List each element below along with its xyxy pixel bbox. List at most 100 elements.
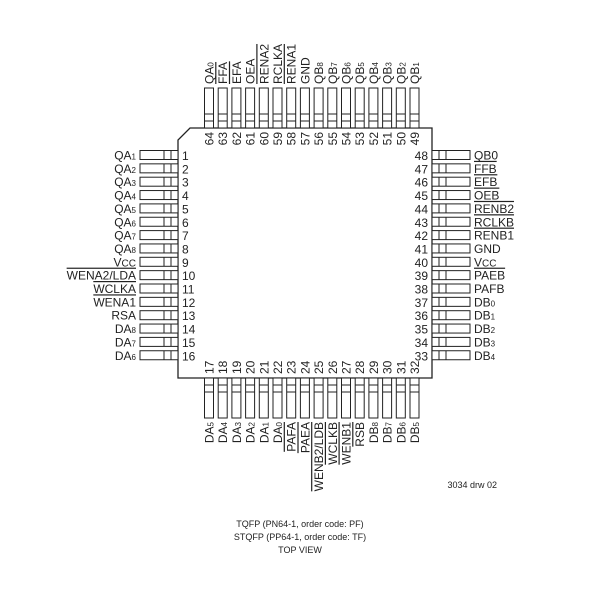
pin-48 xyxy=(431,150,471,160)
pin-19 xyxy=(231,377,242,419)
pin-number-57: 57 xyxy=(298,132,312,146)
pin-label-2: QA2 xyxy=(114,162,136,176)
pin-number-5: 5 xyxy=(182,202,189,216)
pin-label-48: QB0 xyxy=(474,149,498,163)
pin-label-4: QA4 xyxy=(114,189,136,203)
pin-label-18: DA4 xyxy=(216,421,230,443)
pin-number-6: 6 xyxy=(182,216,189,230)
pin-57 xyxy=(299,87,310,129)
pin-label-32: DB5 xyxy=(408,421,422,443)
pin-24 xyxy=(299,377,310,419)
pin-4 xyxy=(139,190,179,201)
pin-number-20: 20 xyxy=(244,360,258,374)
pin-label-38: PAFB xyxy=(474,282,504,296)
pin-44 xyxy=(431,203,471,214)
pin-8 xyxy=(139,243,179,254)
pin-15 xyxy=(139,336,179,347)
pin-label-7: QA7 xyxy=(114,229,136,243)
pin-number-49: 49 xyxy=(408,132,422,146)
pin-number-62: 62 xyxy=(230,132,244,146)
pin-label-64: QA0 xyxy=(203,62,217,84)
pin-label-51: QB3 xyxy=(381,62,395,84)
pin-55 xyxy=(327,87,338,129)
pin-number-47: 47 xyxy=(415,162,429,176)
pin-label-16: DA6 xyxy=(115,349,137,363)
pin-46 xyxy=(431,176,471,187)
pin-label-3: QA3 xyxy=(114,175,136,189)
pin-label-22: DA0 xyxy=(271,421,285,443)
pin-label-30: DB7 xyxy=(381,421,395,443)
pin-label-44: RENB2 xyxy=(474,202,514,216)
pin-number-38: 38 xyxy=(415,283,429,297)
pin-label-52: QB4 xyxy=(367,62,381,84)
pin-43 xyxy=(431,216,471,227)
pin-number-37: 37 xyxy=(415,296,429,310)
pin-17 xyxy=(204,377,214,419)
pin-number-4: 4 xyxy=(182,189,189,203)
pin-label-39: PAEB xyxy=(474,269,505,283)
pin-number-42: 42 xyxy=(415,229,429,243)
pin-28 xyxy=(354,377,365,419)
pin-label-5: QA5 xyxy=(114,202,136,216)
pin-label-60: RENA2 xyxy=(257,44,271,84)
pin-label-29: DB8 xyxy=(367,421,381,443)
pin-number-25: 25 xyxy=(312,360,326,374)
pin-47 xyxy=(431,163,471,174)
pin-label-54: QB6 xyxy=(340,62,354,84)
caption-tqfp: TQFP (PN64-1, order code: PF) xyxy=(236,519,363,529)
pin-number-9: 9 xyxy=(182,256,189,270)
pin-16 xyxy=(139,350,179,361)
pin-number-55: 55 xyxy=(326,132,340,146)
pin-number-24: 24 xyxy=(298,360,312,374)
pin-21 xyxy=(258,377,269,419)
pin-label-24: PAEA xyxy=(298,422,312,453)
pin-label-15: DA7 xyxy=(115,335,137,349)
pin-33 xyxy=(431,350,471,361)
pin-1 xyxy=(139,150,179,160)
pin-label-35: DB2 xyxy=(474,322,496,336)
pin-34 xyxy=(431,336,471,347)
pin-number-26: 26 xyxy=(326,360,340,374)
pin-60 xyxy=(258,87,269,129)
pin-label-58: RENA1 xyxy=(285,44,299,84)
pin-label-59: RCLKA xyxy=(271,44,285,84)
pin-label-40: VCC xyxy=(474,255,496,269)
pin-number-32: 32 xyxy=(408,360,422,374)
pin-18 xyxy=(217,377,228,419)
pin-number-16: 16 xyxy=(182,349,196,363)
pin-label-37: DB0 xyxy=(474,295,496,309)
pin-number-31: 31 xyxy=(394,360,408,374)
pin-number-56: 56 xyxy=(312,132,326,146)
pin-label-1: QA1 xyxy=(114,149,136,163)
pin-label-25: WENB2/LDB xyxy=(312,422,326,491)
pin-number-12: 12 xyxy=(182,296,196,310)
pin-number-3: 3 xyxy=(182,176,189,190)
pin-39 xyxy=(431,270,471,281)
pin-40 xyxy=(431,256,471,267)
pin-label-49: QB1 xyxy=(408,62,422,84)
pin-number-33: 33 xyxy=(415,349,429,363)
pin-number-34: 34 xyxy=(415,336,429,350)
pin-label-28: RSB xyxy=(353,422,367,447)
pin-30 xyxy=(382,377,393,419)
pin-number-35: 35 xyxy=(415,323,429,337)
pin-59 xyxy=(272,87,283,129)
pin-64 xyxy=(204,87,214,129)
pin-number-40: 40 xyxy=(415,256,429,270)
pin-11 xyxy=(139,283,179,294)
pin-label-34: DB3 xyxy=(474,335,496,349)
pin-20 xyxy=(245,377,256,419)
pin-number-18: 18 xyxy=(216,360,230,374)
pin-63 xyxy=(217,87,228,129)
pin-label-63: FFA xyxy=(216,62,230,84)
pin-number-17: 17 xyxy=(203,360,217,374)
pin-22 xyxy=(272,377,283,419)
pin-label-9: VCC xyxy=(114,255,136,269)
pin-label-47: FFB xyxy=(474,162,497,176)
pin-52 xyxy=(368,87,379,129)
pin-number-43: 43 xyxy=(415,216,429,230)
pin-label-8: QA8 xyxy=(114,242,136,256)
pin-number-22: 22 xyxy=(271,360,285,374)
pin-label-19: DA3 xyxy=(230,421,244,443)
pin-32 xyxy=(409,377,420,419)
